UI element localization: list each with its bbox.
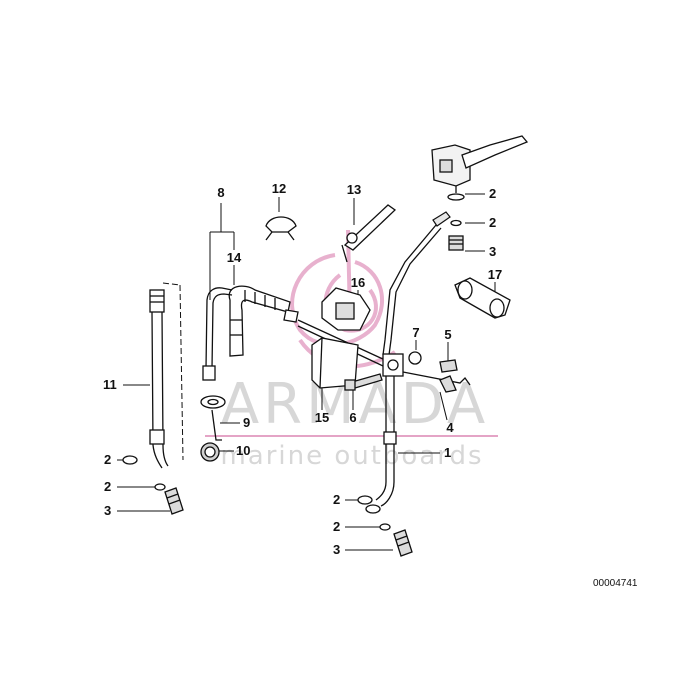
callouts: 8 12 13 14 16 17 2 2 3 7 5 11 9 10 15 6 …: [103, 181, 502, 557]
callout-9: 9: [243, 415, 250, 430]
callout-13: 13: [347, 182, 361, 197]
master-cylinder-lever: [431, 135, 529, 193]
callout-10: 10: [236, 443, 250, 458]
callout-3-left: 3: [104, 503, 111, 518]
banjo-bolt-top: [447, 193, 465, 251]
callout-2-mid-a: 2: [333, 492, 340, 507]
hose-clip-12: [265, 216, 297, 241]
callout-2-left-b: 2: [104, 479, 111, 494]
watermark-tagline: marine outboards: [220, 441, 483, 471]
callout-2-mid-b: 2: [333, 519, 340, 534]
callout-7: 7: [412, 325, 419, 340]
holder-13: [341, 204, 397, 263]
washer-2-mid: [357, 495, 373, 505]
callout-2-upper: 2: [489, 215, 496, 230]
callout-1: 1: [444, 445, 451, 460]
callout-11: 11: [103, 377, 117, 392]
brake-line-upper: [382, 211, 451, 356]
diagram-reference-number: 00004741: [593, 578, 638, 589]
callout-3-mid: 3: [333, 542, 340, 557]
callout-6: 6: [349, 410, 356, 425]
callout-8: 8: [217, 185, 224, 200]
callout-15: 15: [315, 410, 329, 425]
callout-2-top: 2: [489, 186, 496, 201]
callout-12: 12: [272, 181, 286, 196]
cover-16: [321, 287, 371, 331]
callout-5: 5: [444, 327, 451, 342]
bolt-6: [344, 373, 383, 391]
callout-17: 17: [488, 267, 502, 282]
brake-hose-11: [122, 289, 184, 515]
callout-3-upper: 3: [489, 244, 496, 259]
callout-16: 16: [351, 275, 365, 290]
hose-14: [228, 285, 299, 357]
callout-2-left-a: 2: [104, 452, 111, 467]
distributor-4: [382, 351, 471, 393]
bracket-17: [454, 277, 511, 319]
callout-14: 14: [227, 250, 242, 265]
grommet-9-10: [200, 395, 226, 462]
brake-hose-1: [365, 376, 413, 557]
callout-4: 4: [446, 420, 454, 435]
